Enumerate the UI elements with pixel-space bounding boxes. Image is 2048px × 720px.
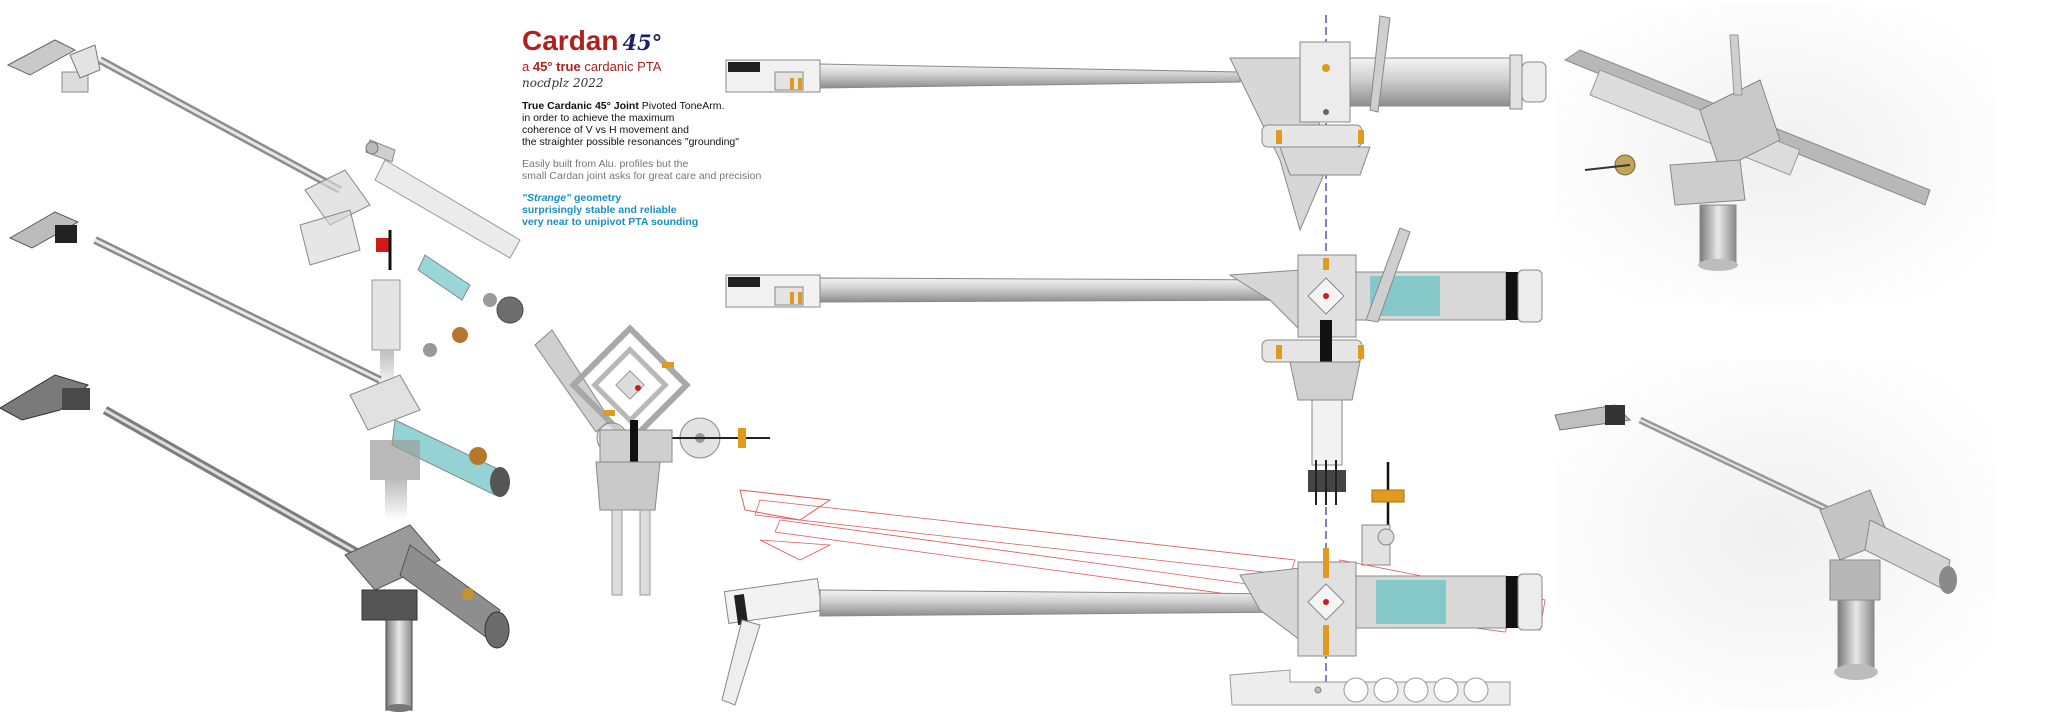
description-line: the straighter possible resonances "grou… — [522, 136, 740, 148]
description-rest: Pivoted ToneArm. — [641, 100, 725, 112]
description: True Cardanic 45° Joint Pivoted ToneArm.… — [522, 100, 792, 148]
iso-render-semi — [8, 211, 510, 520]
note-line: Easily built from Alu. profiles but the — [522, 158, 689, 170]
highlight-strange: "Strange" — [522, 192, 572, 204]
title-text: Cardan — [522, 26, 619, 56]
author-signature: nocdplz 2022 — [522, 76, 604, 90]
subtitle-rest: cardanic PTA — [584, 59, 662, 74]
highlight-line: surprisingly stable and reliable — [522, 204, 677, 216]
iso-render-solid — [0, 374, 510, 712]
counterweight-detail — [1361, 462, 1405, 566]
note-line: small Cardan joint asks for great care a… — [522, 170, 762, 182]
highlight-line: very near to unipivot PTA sounding — [522, 216, 699, 228]
iso-render-exploded — [6, 39, 524, 390]
build-note: Easily built from Alu. profiles but the … — [522, 158, 792, 182]
highlight-geometry: geometry — [573, 192, 622, 204]
top-view-arm-3 — [721, 489, 1546, 706]
title-degree: 45° — [622, 30, 663, 55]
description-line: in order to achieve the maximum — [522, 112, 675, 124]
top-view-arm-1 — [725, 15, 1547, 232]
description-line: coherence of V vs H movement and — [522, 124, 689, 136]
photo-render-bottom — [1554, 360, 1995, 710]
subtitle-prefix: a — [522, 59, 530, 74]
subtitle-bold: 45° true — [532, 59, 581, 74]
subtitle: a 45° true cardanic PTA — [522, 58, 792, 75]
description-bold: True Cardanic 45° Joint — [522, 100, 639, 112]
front-view-schematic — [534, 324, 770, 596]
highlights: "Strange" geometry surprisingly stable a… — [522, 192, 792, 228]
top-view-arm-2 — [725, 227, 1543, 505]
photo-render-top — [1555, 5, 1995, 305]
